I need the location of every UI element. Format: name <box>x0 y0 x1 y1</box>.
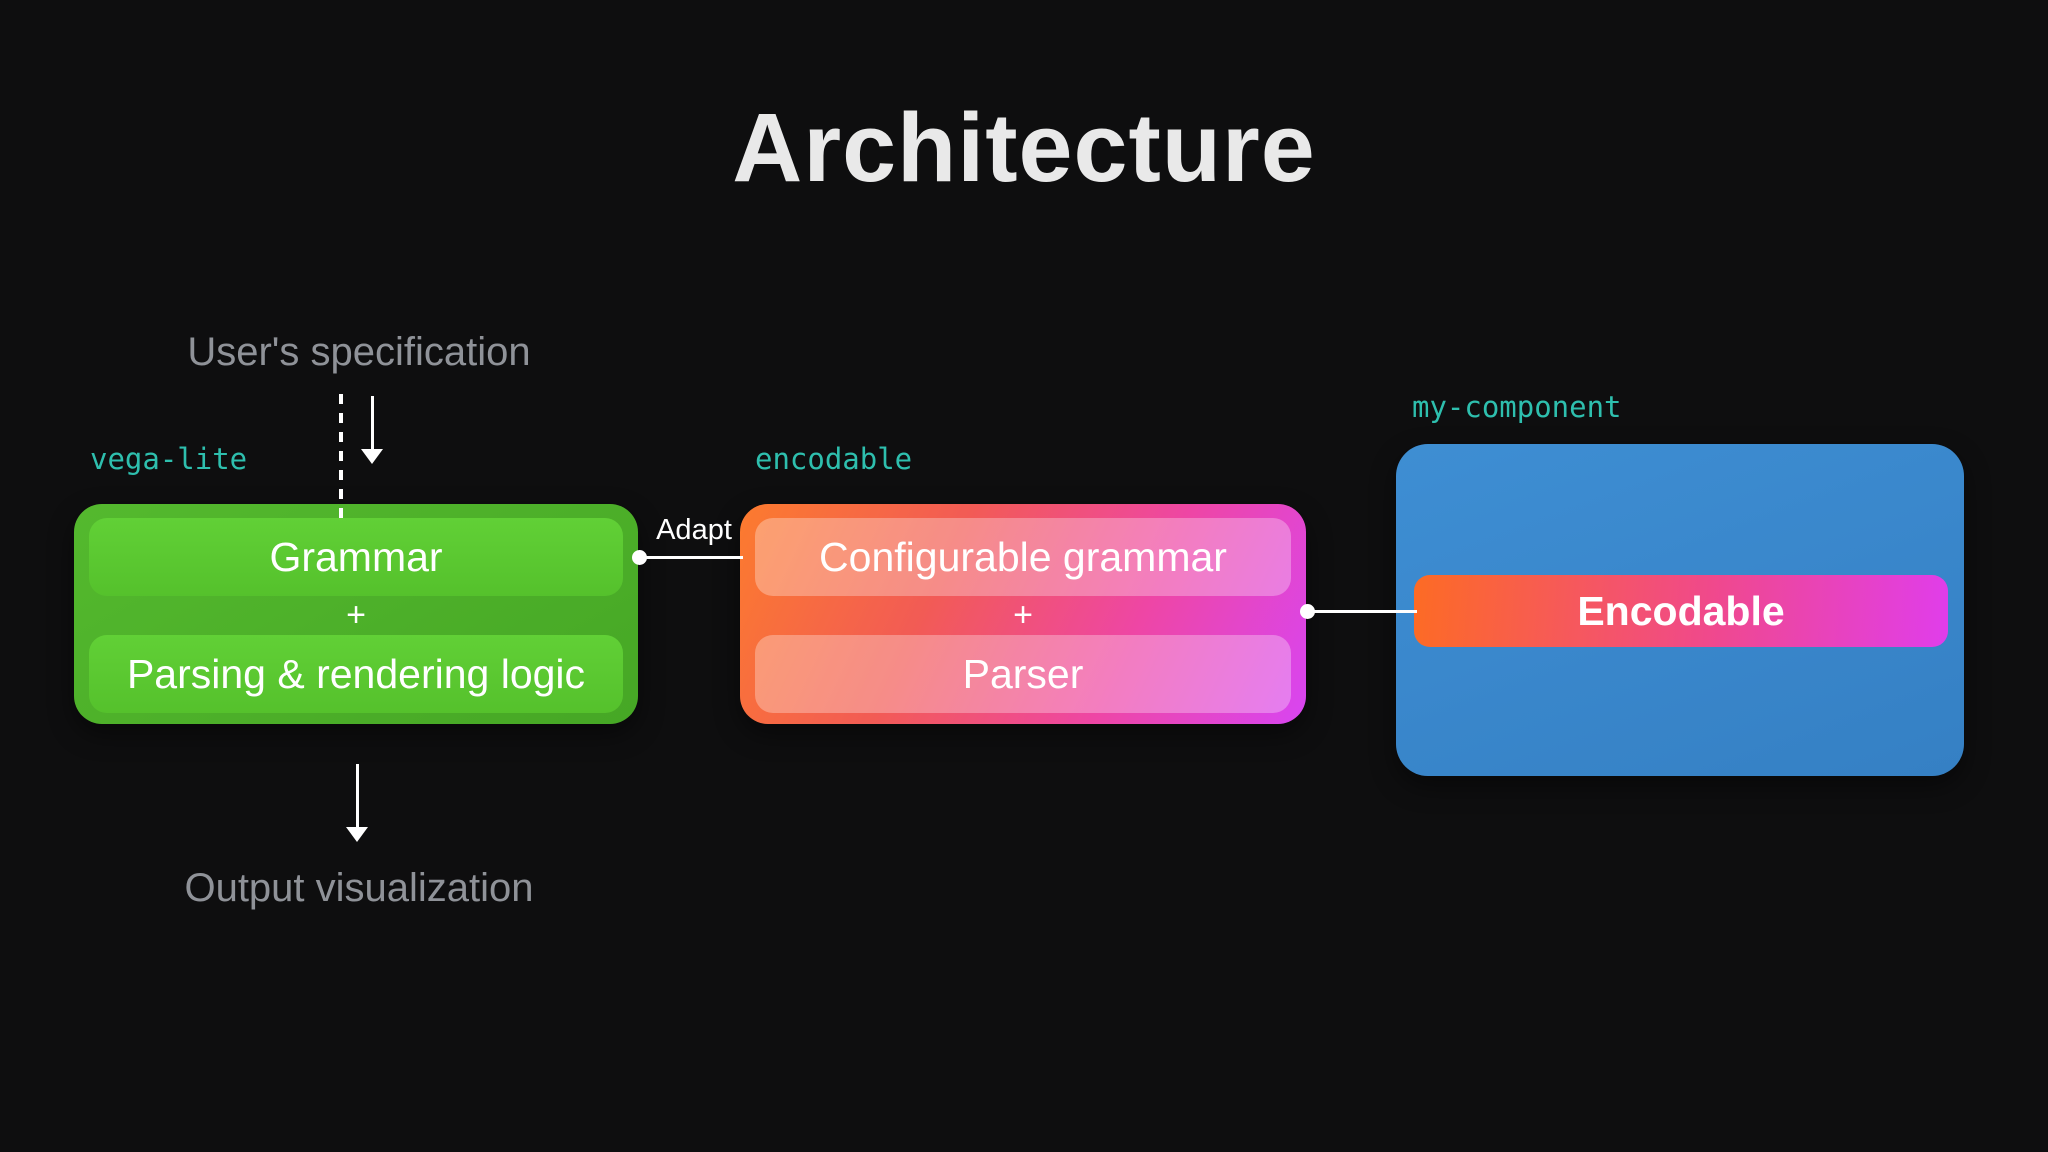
adapt-label: Adapt <box>656 514 732 546</box>
package-label-encodable: encodable <box>755 442 913 476</box>
parsing-rendering-block: Parsing & rendering logic <box>89 635 623 713</box>
connector-line <box>1307 610 1417 613</box>
grammar-block: Grammar <box>89 518 623 596</box>
arrow-head <box>361 449 383 464</box>
configurable-grammar-block: Configurable grammar <box>755 518 1291 596</box>
encodable-bar: Encodable <box>1414 575 1948 647</box>
arrow-head <box>346 827 368 842</box>
plus-sign: + <box>1013 596 1033 634</box>
package-label-vega-lite: vega-lite <box>90 442 248 476</box>
user-specification-label: User's specification <box>187 330 531 374</box>
encodable-box: Configurable grammar + Parser <box>740 504 1306 724</box>
output-visualization-label: Output visualization <box>184 866 534 910</box>
connector-line <box>639 556 743 559</box>
dashed-flow-line <box>339 394 343 526</box>
slide-title: Architecture <box>732 93 1316 202</box>
parser-block: Parser <box>755 635 1291 713</box>
arrow-shaft <box>371 396 374 453</box>
arrow-shaft <box>356 764 359 829</box>
package-label-my-component: my-component <box>1412 390 1622 424</box>
vega-lite-box: Grammar + Parsing & rendering logic <box>74 504 638 724</box>
plus-sign: + <box>346 596 366 634</box>
